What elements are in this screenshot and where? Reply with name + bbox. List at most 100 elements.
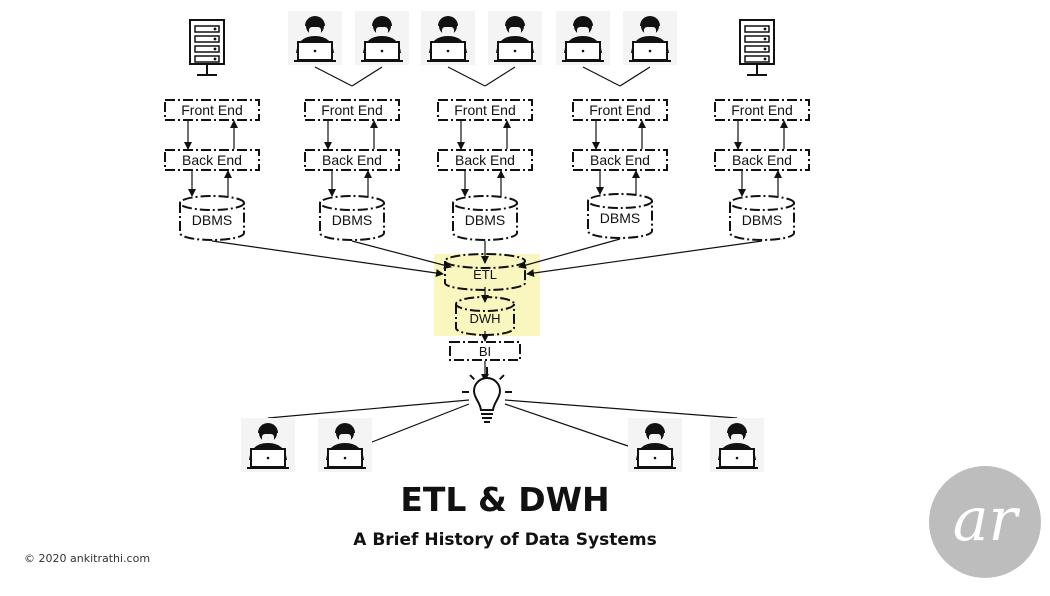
bulb-glass [472, 377, 502, 411]
user-laptop-icon [355, 11, 409, 65]
server-led [213, 47, 217, 51]
person-face [442, 27, 454, 35]
laptop-logo [380, 49, 384, 53]
front-end-box-border [437, 99, 533, 121]
person-face [644, 27, 656, 35]
user-laptop-icon [241, 418, 295, 472]
dbms-cylinder-label: DBMS [465, 212, 505, 228]
laptop-logo [313, 49, 317, 53]
server-unit [744, 35, 770, 43]
front-end-box: Front End [304, 99, 400, 121]
user-laptop-icon [318, 418, 372, 472]
page-title: ETL & DWH [400, 480, 610, 519]
logo-circle [929, 466, 1041, 578]
person-face [509, 27, 521, 35]
bi-box-label: BI [479, 344, 491, 359]
dbms-cylinder: DBMS [452, 195, 518, 241]
front-end-box-label: Front End [181, 102, 242, 118]
dbms-cylinder-top [319, 195, 385, 211]
back-end-box-label: Back End [322, 152, 382, 168]
dbms-cylinder-label: DBMS [600, 210, 640, 226]
laptop-logo [653, 456, 657, 460]
server-led [763, 57, 767, 61]
back-end-box-label: Back End [455, 152, 515, 168]
dbms-to-etl-arrow [211, 240, 444, 277]
front-end-box: Front End [437, 99, 533, 121]
laptop-logo [513, 49, 517, 53]
server-unit [744, 45, 770, 53]
front-end-box: Front End [164, 99, 260, 121]
back-end-box-label: Back End [182, 152, 242, 168]
front-end-box-label: Front End [321, 102, 382, 118]
dbms-to-etl-arrow [351, 240, 452, 270]
server-icon [189, 19, 225, 76]
front-end-box-border [304, 99, 400, 121]
back-end-box-label: Back End [732, 152, 792, 168]
front-end-box-label: Front End [454, 102, 515, 118]
server-led [763, 37, 767, 41]
server-unit [744, 55, 770, 63]
dwh-cylinder: DWH [455, 296, 515, 336]
server-unit [744, 25, 770, 33]
bi-box: BI [449, 341, 521, 361]
person-face [577, 27, 589, 35]
user-laptop-icon [421, 11, 475, 65]
server-led [763, 47, 767, 51]
etl-cylinder-top [444, 253, 526, 269]
dbms-to-etl-arrow [526, 240, 763, 277]
user-connector [484, 66, 516, 87]
back-end-box-border [304, 149, 400, 171]
back-end-box: Back End [304, 149, 400, 171]
user-connector [447, 66, 486, 87]
dbms-cylinder-label: DBMS [742, 212, 782, 228]
dbms-cylinder-body [587, 201, 653, 239]
dbms-cylinder-body [452, 203, 518, 241]
user-laptop-icon [623, 11, 677, 65]
front-end-box: Front End [572, 99, 668, 121]
page-subtitle: A Brief History of Data Systems [353, 530, 657, 550]
dbms-cylinder: DBMS [729, 195, 795, 241]
lightbulb-icon [462, 367, 512, 423]
dwh-cylinder-top [455, 296, 515, 312]
dbms-to-etl-arrow [518, 238, 621, 269]
laptop-logo [735, 456, 739, 460]
dbms-cylinder: DBMS [587, 193, 653, 239]
server-unit [194, 35, 220, 43]
logo-text: ar [953, 485, 1021, 555]
front-end-box-label: Front End [589, 102, 650, 118]
user-connector [582, 66, 621, 87]
person-face [309, 27, 321, 35]
back-end-box: Back End [572, 149, 668, 171]
user-connector [351, 66, 383, 87]
dbms-cylinder-top [587, 193, 653, 209]
server-unit [194, 45, 220, 53]
laptop-logo [266, 456, 270, 460]
user-laptop-icon [288, 11, 342, 65]
user-laptop-icon [710, 418, 764, 472]
dbms-cylinder-top [452, 195, 518, 211]
dbms-cylinder: DBMS [179, 195, 245, 241]
back-end-box-label: Back End [590, 152, 650, 168]
user-connector [619, 66, 651, 87]
dbms-cylinder-top [179, 195, 245, 211]
back-end-box: Back End [714, 149, 810, 171]
copyright-notice: © 2020 ankitrathi.com [24, 552, 151, 565]
bulb-ray [469, 374, 475, 380]
dbms-cylinder: DBMS [319, 195, 385, 241]
dbms-cylinder-body [179, 203, 245, 241]
server-unit [194, 25, 220, 33]
etl-cylinder-label: ETL [473, 267, 497, 282]
dwh-cylinder-body [455, 304, 515, 336]
dbms-cylinder-label: DBMS [192, 212, 232, 228]
laptop-logo [581, 49, 585, 53]
person-face [339, 434, 351, 442]
front-end-box-label: Front End [731, 102, 792, 118]
back-end-box: Back End [164, 149, 260, 171]
insight-to-consumer-line [267, 399, 470, 419]
bulb-ray [499, 374, 505, 380]
back-end-box-border [714, 149, 810, 171]
laptop-logo [343, 456, 347, 460]
server-led [213, 27, 217, 31]
